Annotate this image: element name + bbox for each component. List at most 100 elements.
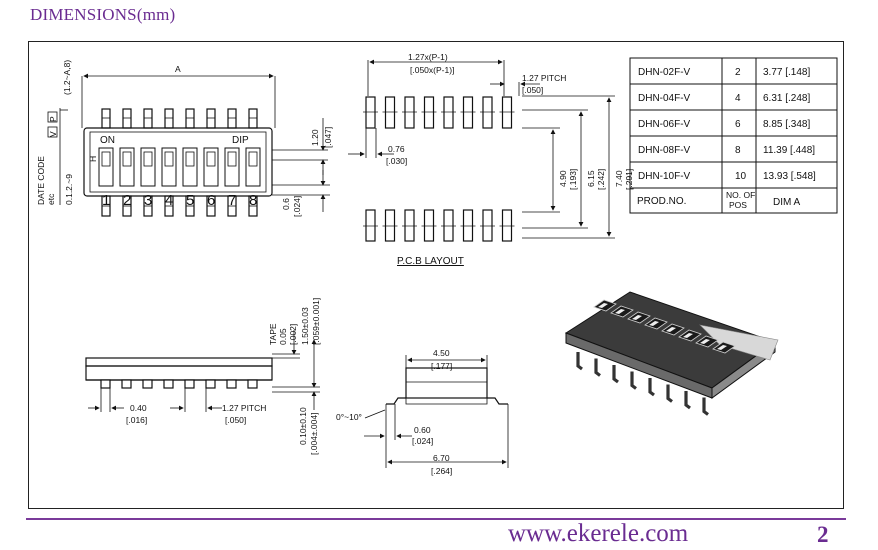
switch-window: [98, 147, 114, 187]
foot-length: 0.60: [414, 425, 431, 435]
table-model-cell: DHN-06F-V: [638, 119, 691, 130]
top-pin: [101, 108, 111, 129]
pcb-pitch: 1.27 PITCH: [522, 73, 566, 83]
switch-window: [119, 147, 135, 187]
dim-1-20-in: [.047]: [323, 127, 333, 148]
tab-dim-label: (1.2~A,8): [62, 60, 72, 95]
iso-pin: [594, 358, 601, 377]
table-pos-cell: 8: [735, 145, 741, 156]
pcb-pad: [482, 96, 493, 129]
side-lead: [142, 379, 153, 389]
pcb-span-dim-in: [.050x(P-1)]: [410, 65, 454, 75]
pcb-pad: [365, 96, 376, 129]
position-number: 7: [228, 192, 236, 209]
side-pitch-in: [.050]: [225, 415, 246, 425]
drawing-frame: [28, 41, 844, 509]
table-pos-cell: 4: [735, 93, 741, 104]
pcb-pad: [443, 96, 454, 129]
top-pin: [122, 108, 132, 129]
switch-actuator: [248, 151, 258, 167]
height-dim: 1.50±0.03: [300, 307, 310, 345]
pcb-pad: [501, 96, 513, 129]
lead-width-in: [.016]: [126, 415, 147, 425]
iso-actuator: [598, 303, 608, 308]
pcb-dim-7-40: 7.40: [614, 170, 624, 187]
side-view: [85, 330, 320, 412]
side-lead: [247, 379, 258, 389]
dim-0-6: 0.6: [281, 198, 291, 210]
top-pin: [143, 108, 153, 129]
table-footer-pos-2: POS: [729, 200, 747, 210]
pcb-pad: [501, 209, 513, 242]
switch-actuator: [185, 151, 195, 167]
table-dim-cell: 13.93 [.548]: [763, 171, 816, 182]
top-view: [47, 73, 330, 217]
marker-p: P: [48, 116, 58, 122]
pcb-pad: [462, 209, 474, 242]
pcb-layout: [348, 59, 615, 242]
top-pin: [227, 108, 237, 129]
pcb-dim-7-40-in: [.291]: [624, 169, 634, 190]
top-pin: [164, 108, 174, 129]
tape-value-in: [.002]: [288, 324, 298, 345]
pcb-pitch-in: [.050]: [522, 85, 543, 95]
top-pin: [185, 108, 195, 129]
standoff-dim-in: [.004±.004]: [309, 413, 319, 455]
pcb-pad: [443, 209, 454, 242]
position-number: 6: [207, 192, 215, 209]
product-3d-illustration: [564, 291, 779, 416]
iso-actuator: [615, 309, 625, 314]
pcb-dim-6-15-in: [.242]: [596, 169, 606, 190]
position-number: 2: [123, 192, 131, 209]
position-number: 3: [144, 192, 152, 209]
date-code-sub: etc: [46, 193, 56, 205]
table-pos-cell: 10: [735, 171, 747, 182]
side-pitch: 1.27 PITCH: [222, 403, 266, 413]
table-pos-cell: 6: [735, 119, 741, 130]
pcb-span-dim: 1.27x(P-1): [408, 52, 448, 62]
pcb-pad-width: 0.76: [388, 144, 405, 154]
switch-window: [203, 147, 219, 187]
date-code-label: DATE CODE: [36, 156, 46, 205]
table-model-cell: DHN-04F-V: [638, 93, 691, 104]
table-row: DHN-06F-V 6 8.85 [.348]: [638, 119, 810, 130]
switch-actuator: [101, 151, 111, 167]
side-lead: [184, 379, 195, 389]
iso-actuator: [683, 333, 693, 338]
pcb-pad: [384, 96, 396, 129]
iso-pin: [684, 391, 691, 410]
pcb-dim-6-15: 6.15: [586, 170, 596, 187]
pcb-pad: [423, 209, 435, 242]
switch-window: [161, 147, 177, 187]
tape-label: TAPE: [268, 323, 278, 345]
switch-window: [245, 147, 261, 187]
foot-length-in: [.024]: [412, 436, 433, 446]
lead-width: 0.40: [130, 403, 147, 413]
position-number: 8: [249, 192, 257, 209]
marker-h: H: [88, 156, 98, 162]
switch-actuator: [143, 151, 153, 167]
iso-actuator: [717, 345, 727, 350]
side-lead: [205, 379, 216, 389]
on-label: ON: [100, 135, 115, 146]
table-model-cell: DHN-08F-V: [638, 145, 691, 156]
lead-angle: 0°~10°: [336, 412, 362, 422]
iso-actuator: [649, 321, 659, 326]
pcb-pad: [462, 96, 474, 129]
table-footer-model: PROD.NO.: [637, 196, 686, 207]
iso-actuator: [700, 339, 710, 344]
pcb-pad: [384, 209, 396, 242]
dip-label: DIP: [232, 135, 249, 146]
iso-actuator: [666, 327, 676, 332]
pcb-pad-width-in: [.030]: [386, 156, 407, 166]
table-dim-cell: 8.85 [.348]: [763, 119, 810, 130]
switch-actuator: [164, 151, 174, 167]
date-code-range: 0.1.2.~9: [64, 174, 74, 205]
body-width-in: [.177]: [431, 361, 452, 371]
dim-1-20: 1.20: [310, 129, 320, 146]
